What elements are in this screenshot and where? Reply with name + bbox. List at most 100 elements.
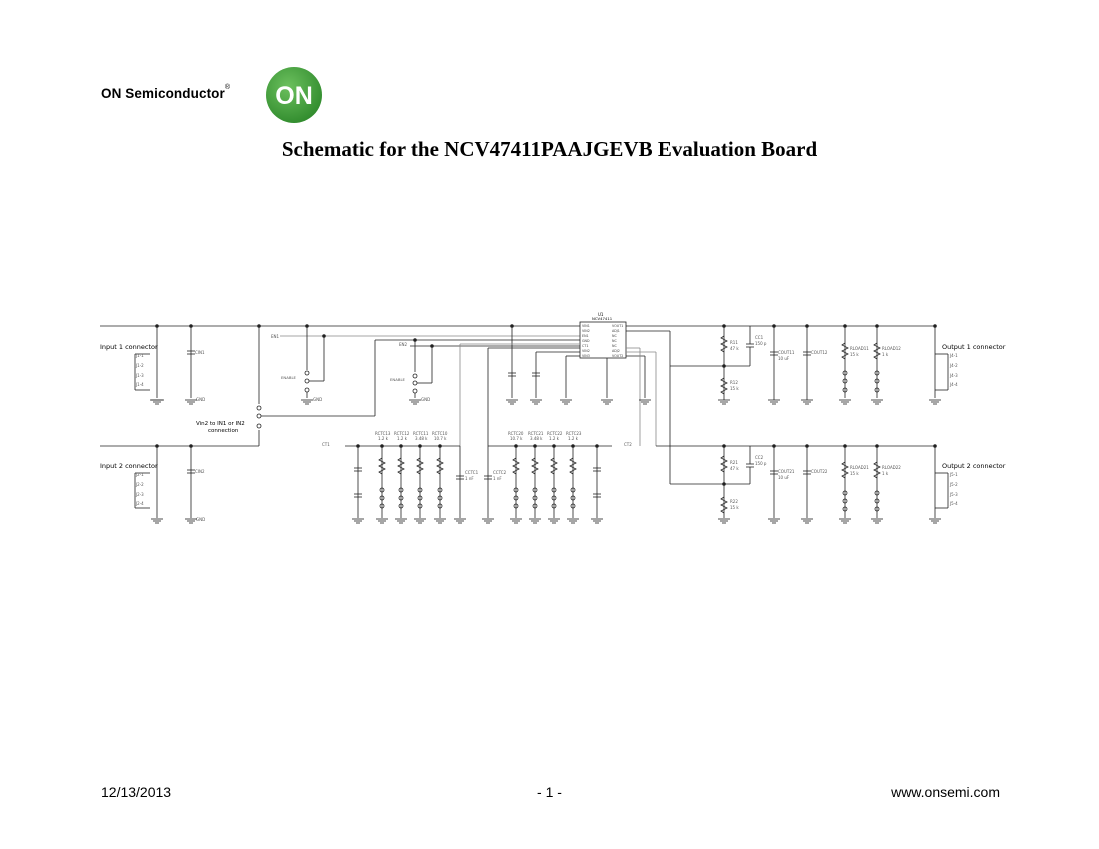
r22-label: R22 xyxy=(730,499,738,504)
cout22-label: COUT22 xyxy=(811,469,828,474)
input2-block: Input 2 connector J2-1 J2-2 J2-3 J2-4 CI… xyxy=(100,444,259,522)
rload12-label: RLOAD12 xyxy=(882,346,901,351)
cout11-label: COUT11 xyxy=(778,350,795,355)
in1-pin-1: J1-1 xyxy=(135,353,144,358)
output2-block: R21 47 k R22 15 k CC2 150 p COUT21 10 uF… xyxy=(656,366,1006,518)
page-title: Schematic for the NCV47411PAAJGEVB Evalu… xyxy=(281,137,818,161)
cctc1-val: 1 nF xyxy=(465,476,474,481)
out2-pin-4: J5-4 xyxy=(949,501,958,506)
rctc12-label: RCTC12 xyxy=(394,431,410,436)
ic-pin-l4: GND xyxy=(582,339,590,343)
footer-page-number: - 1 - xyxy=(537,784,562,800)
rload11-label: RLOAD11 xyxy=(850,346,869,351)
cc1-val: 150 p xyxy=(755,341,767,346)
cout11-val: 10 uF xyxy=(778,356,790,361)
ic-ref: U1 xyxy=(598,312,604,317)
brand-name: ON Semiconductor® xyxy=(101,84,230,101)
ic-pin-r5: NC xyxy=(612,344,617,348)
en2-label: EN2 xyxy=(399,342,408,347)
ic-part: NCV47411 xyxy=(592,316,613,321)
cc1-label: CC1 xyxy=(755,335,764,340)
cin1-label: CIN1 xyxy=(195,350,205,355)
gnd-en2: GND xyxy=(421,397,430,402)
ct2-label: CT2 xyxy=(624,442,632,447)
rload21-label: RLOAD21 xyxy=(850,465,869,470)
rload22-val: 1 k xyxy=(882,471,889,476)
gnd-en1: GND xyxy=(313,397,322,402)
footer-url: www.onsemi.com xyxy=(891,784,1000,800)
vin2-jumper: Vin2 to IN1 or IN2 connection xyxy=(196,324,376,446)
out2-pin-2: J5-2 xyxy=(949,482,958,487)
rctc11-label: RCTC11 xyxy=(413,431,429,436)
enable-switches: EN1 ENABLE GND EN2 ENABLE GND xyxy=(271,324,580,402)
out1-pin-4: J4-4 xyxy=(949,382,958,387)
r12-val: 15 k xyxy=(730,386,739,391)
cctc2-label: CCTC2 xyxy=(493,470,507,475)
r21-val: 47 k xyxy=(730,466,739,471)
cout12-label: COUT12 xyxy=(811,350,828,355)
ic-u1: U1 NCV47411 VIN1 VIN2 EN1 GND CT1 VIN2 V… xyxy=(459,312,657,446)
cin2-label: CIN2 xyxy=(195,469,205,474)
logo-text: ON xyxy=(275,82,313,110)
footer-date: 12/13/2013 xyxy=(101,784,172,800)
rctc23-label: RCTC23 xyxy=(566,431,582,436)
jumper-label-2: connection xyxy=(208,428,239,434)
r12-label: R12 xyxy=(730,380,738,385)
out2-pin-1: J5-1 xyxy=(949,472,958,477)
ic-pin-r3: NC xyxy=(612,334,617,338)
in2-pin-3: J2-3 xyxy=(135,492,144,497)
ic-pin-r6: ADJ2 xyxy=(612,349,620,353)
in2-pin-4: J2-4 xyxy=(135,501,144,506)
in1-pin-2: J1-2 xyxy=(135,363,144,368)
jumper-label-1: Vin2 to IN1 or IN2 xyxy=(196,421,245,427)
rctc21-val: 3.48 k xyxy=(530,436,543,441)
r21-label: R21 xyxy=(730,460,738,465)
in1-pin-3: J1-3 xyxy=(135,373,144,378)
cctc1-label: CCTC1 xyxy=(465,470,479,475)
rload11-val: 15 k xyxy=(850,352,859,357)
input2-label: Input 2 connector xyxy=(100,462,158,470)
ic-pin-r4: NC xyxy=(612,339,617,343)
enable-switch-2-label: ENABLE xyxy=(390,377,406,382)
out1-pin-3: J4-3 xyxy=(949,373,958,378)
en1-label: EN1 xyxy=(271,334,280,339)
ic-pin-r7: VOUT2 xyxy=(612,354,623,358)
rload22-label: RLOAD22 xyxy=(882,465,901,470)
output1-label: Output 1 connector xyxy=(942,343,1006,351)
cc2-label: CC2 xyxy=(755,455,764,460)
rload21-val: 15 k xyxy=(850,471,859,476)
rctc11-val: 3.48 k xyxy=(415,436,428,441)
rctc20-label: RCTC20 xyxy=(508,431,524,436)
ic-pin-r1: VOUT1 xyxy=(612,324,623,328)
cout21-val: 10 uF xyxy=(778,475,790,480)
out1-pin-2: J4-2 xyxy=(949,363,958,368)
rctc20-val: 10.7 k xyxy=(510,436,523,441)
output1-block: R11 47 k R12 15 k CC1 150 p COUT11 10 uF… xyxy=(626,324,1006,400)
cc2-val: 150 p xyxy=(755,461,767,466)
ct1-label: CT1 xyxy=(322,442,330,447)
rload12-val: 1 k xyxy=(882,352,889,357)
r11-val: 47 k xyxy=(730,346,739,351)
cctc2-val: 1 nF xyxy=(493,476,502,481)
rctc23-val: 1.2 k xyxy=(568,436,579,441)
enable-switch-1-label: ENABLE xyxy=(281,375,297,380)
r22-val: 15 k xyxy=(730,505,739,510)
out2-pin-3: J5-3 xyxy=(949,492,958,497)
r11-label: R11 xyxy=(730,340,738,345)
output2-label: Output 2 connector xyxy=(942,462,1006,470)
ic-pin-l5: CT1 xyxy=(582,344,588,348)
in2-pin-1: J2-1 xyxy=(135,472,144,477)
cout21-label: COUT21 xyxy=(778,469,795,474)
rctc22-val: 1.2 k xyxy=(549,436,560,441)
ic-pin-l3: EN1 xyxy=(582,334,589,338)
ic-pin-r2: ADJ1 xyxy=(612,329,620,333)
ic-pin-l6: VIN2 xyxy=(582,349,590,353)
in2-pin-2: J2-2 xyxy=(135,482,144,487)
rctc10-val: 10.7 k xyxy=(434,436,447,441)
rctc12-val: 1.2 k xyxy=(397,436,408,441)
gnd-in2: GND xyxy=(196,517,205,522)
rctc13-label: RCTC13 xyxy=(375,431,391,436)
in1-pin-4: J1-4 xyxy=(135,382,144,387)
brand-text: ON Semiconductor xyxy=(101,86,225,101)
